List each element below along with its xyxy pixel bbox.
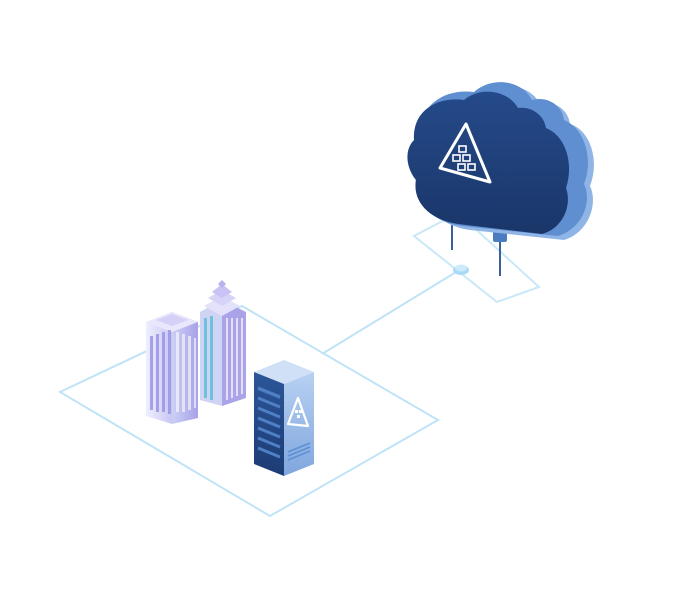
building-right	[200, 280, 246, 406]
server-rack	[254, 360, 314, 476]
cloud-logo-icon	[438, 122, 492, 184]
building-left	[146, 312, 198, 424]
cloud-icon	[407, 82, 594, 240]
ground-platform	[57, 304, 441, 518]
connection-line	[321, 268, 462, 355]
connector-node	[453, 264, 469, 275]
server-logo-icon	[286, 396, 310, 428]
